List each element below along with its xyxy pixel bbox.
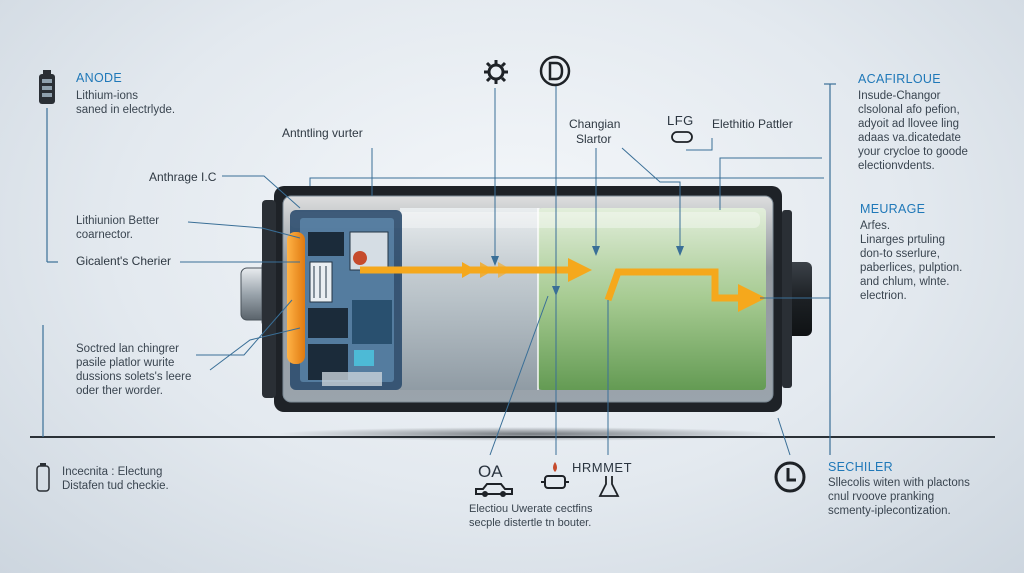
block1-line-6: electionvdents. — [858, 160, 935, 172]
gicalent-label: Gicalent's Cherier — [76, 254, 171, 268]
charger-label-1: Changian — [569, 117, 621, 131]
stacked-line-4: oder ther worder. — [76, 385, 163, 397]
connector-icon — [671, 131, 693, 143]
power-plug-icon — [539, 55, 571, 87]
block1-line-1: Insude-Changor — [858, 90, 941, 102]
block2-line-2: Linarges prtuling — [860, 234, 946, 246]
anchor-label: Antntling vurter — [282, 126, 363, 140]
stacked-line-1: Soctred lan chingrer — [76, 343, 179, 355]
car-icon — [475, 483, 513, 497]
anode-line-2: saned in electrlyde. — [76, 104, 176, 116]
flask-icon — [598, 476, 620, 497]
battery-icon — [39, 70, 55, 104]
bottom-caption-2: secple distertle tn bouter. — [469, 517, 592, 529]
anode-title: ANODE — [76, 71, 122, 85]
charger-label-2: Slartor — [576, 132, 612, 146]
anthrage-label: Anthrage I.C — [149, 170, 217, 184]
block2-line-5: and chlum, wlnte. — [860, 276, 950, 288]
block2-line-6: electrion. — [860, 290, 907, 302]
oa-label: OA — [478, 462, 503, 481]
lfo-label: LFG — [667, 113, 694, 128]
lithiunion-label-2: coarnector. — [76, 229, 133, 241]
block1-line-4: adaas va.dicatedate — [858, 132, 961, 144]
sechiler-title: SECHILER — [828, 460, 893, 474]
patter-label: Elethitio Pattler — [712, 117, 793, 131]
lithiunion-label-1: Lithiunion Better — [76, 215, 160, 227]
hrmmet-label: HRMMET — [572, 460, 633, 475]
acafirloue-title: ACAFIRLOUE — [858, 72, 941, 86]
battery-outline-icon — [36, 463, 50, 492]
block2-line-3: don-to sserlure, — [860, 248, 940, 260]
stacked-line-2: pasile platlor wurite — [76, 357, 175, 369]
block1-line-2: clsolonal afo pefion, — [858, 104, 960, 116]
drop-robot-icon — [541, 462, 569, 489]
bottom-left-line-2: Distafen tud checkie. — [62, 480, 169, 492]
block3-line-3: scmenty-iplecontization. — [828, 505, 951, 517]
block3-line-1: Sllecolis witen with plactons — [828, 477, 970, 489]
meurage-title: MEURAGE — [860, 202, 926, 216]
block2-line-4: paberlices, pulption. — [860, 262, 963, 274]
stacked-line-3: dussions solets's leere — [76, 371, 192, 383]
bottom-left-line-1: Incecnita : Electung — [62, 466, 163, 478]
clock-icon — [774, 461, 806, 493]
anode-line-1: Lithium-ions — [76, 90, 138, 102]
block2-line-1: Arfes. — [860, 220, 891, 232]
block3-line-2: cnul rvoove pranking — [828, 491, 935, 503]
gear-icon — [484, 60, 508, 84]
block1-line-5: your crycloe to goode — [858, 146, 968, 158]
bottom-caption-1: Electiou Uwerate cectfins — [469, 503, 593, 515]
block1-line-3: adyoit ad llovee ling — [858, 118, 960, 130]
